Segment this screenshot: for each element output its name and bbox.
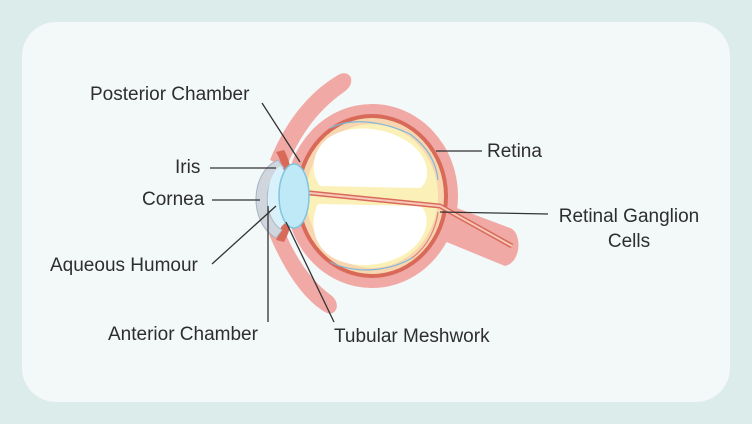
label-retinal-ganglion-cells-line2: Cells — [607, 231, 651, 252]
leader-retinal-ganglion-cells — [439, 211, 549, 215]
label-retinal-ganglion-cells: Retinal Ganglion Cells — [553, 206, 705, 253]
label-retinal-ganglion-cells-line1: Retinal Ganglion — [558, 206, 700, 227]
central-vessel-core — [299, 191, 513, 247]
label-posterior-chamber: Posterior Chamber — [90, 84, 250, 105]
label-retina: Retina — [487, 141, 542, 162]
lens — [278, 163, 310, 229]
label-iris: Iris — [175, 157, 201, 178]
blood-vessel — [329, 121, 411, 135]
anterior-chamber-fill — [268, 166, 286, 228]
upper-eyelid — [270, 73, 352, 168]
label-cornea: Cornea — [142, 189, 205, 210]
leader-posterior-chamber — [261, 102, 301, 163]
label-aqueous-humour: Aqueous Humour — [50, 255, 198, 276]
label-tubular-meshwork: Tubular Meshwork — [334, 326, 490, 347]
vitreous-highlight-upper — [313, 128, 428, 188]
leader-tubular-meshwork — [285, 221, 335, 323]
blood-vessel — [411, 211, 439, 259]
blood-vessel — [329, 257, 413, 271]
blood-vessel — [409, 133, 439, 181]
label-anterior-chamber: Anterior Chamber — [108, 324, 258, 345]
leader-aqueous-humour — [211, 205, 277, 265]
vitreous-highlight-lower — [313, 204, 427, 266]
